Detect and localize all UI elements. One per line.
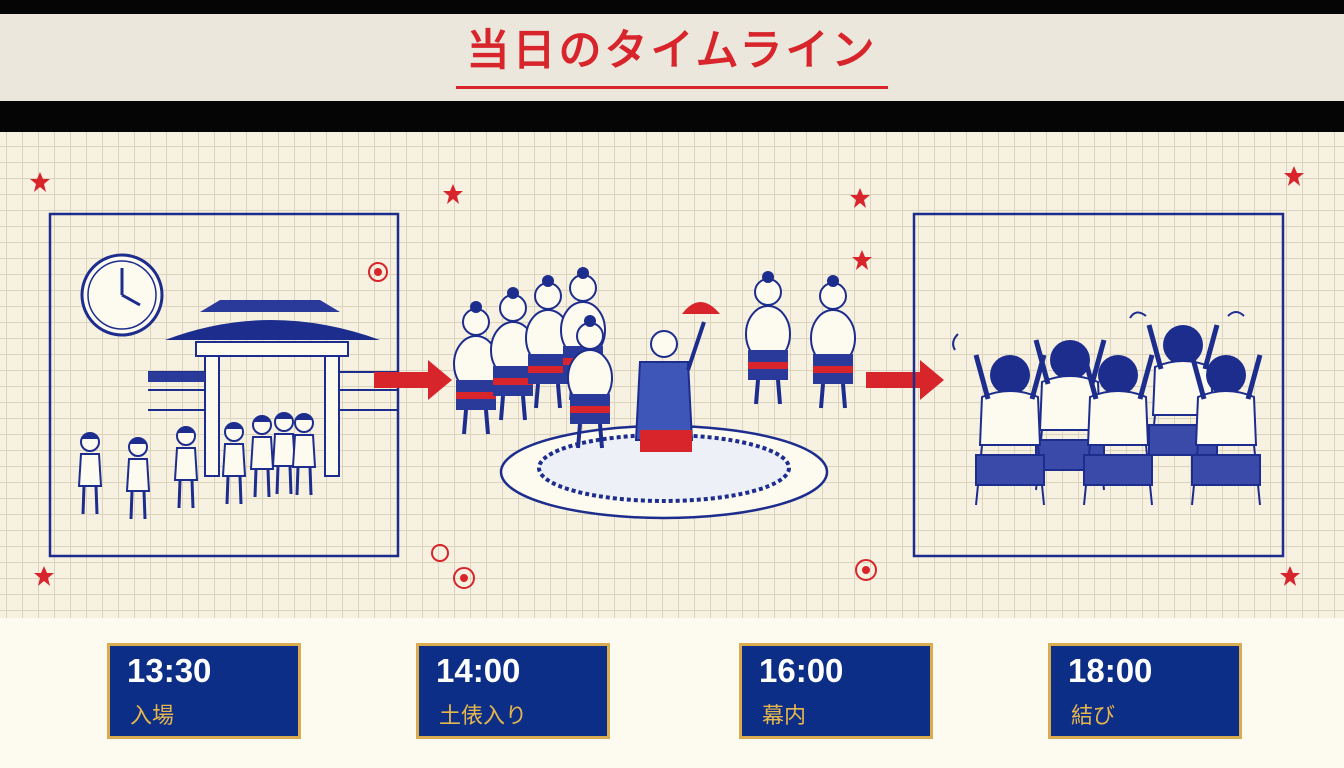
stadium-gate-icon — [148, 300, 398, 477]
title-underline — [456, 86, 888, 89]
entrance-scene — [48, 212, 400, 558]
gunbai-fan-icon — [682, 302, 720, 314]
arrow-right-icon — [374, 360, 452, 400]
timeline-time: 14:00 — [436, 652, 521, 689]
timeline-time: 13:30 — [127, 652, 212, 689]
timeline-label: 結び — [1071, 704, 1116, 729]
timeline-card-entrance: 13:30 入場 — [107, 643, 301, 739]
timeline-label: 土俵入り — [439, 704, 528, 729]
arrow-right-icon — [866, 360, 944, 400]
referee-figure — [634, 302, 720, 452]
page-title: 当日のタイムライン — [466, 26, 878, 76]
timeline-card-makuuchi: 16:00 幕内 — [739, 643, 933, 739]
divider-black-bar — [0, 101, 1344, 132]
timeline-time: 16:00 — [759, 652, 844, 689]
timeline-illustration — [30, 166, 1304, 589]
audience-cheering-scene — [912, 212, 1285, 558]
ring-entering-ceremony-scene — [452, 265, 857, 520]
top-black-bar — [0, 0, 1344, 14]
clock-icon — [80, 253, 164, 337]
timeline-label: 入場 — [130, 704, 175, 729]
timeline-card-dohyo-iri: 14:00 土俵入り — [416, 643, 610, 739]
timeline-label: 幕内 — [762, 704, 807, 729]
timeline-time: 18:00 — [1068, 652, 1153, 689]
timeline-card-musubi: 18:00 結び — [1048, 643, 1242, 739]
decorative-circles — [368, 262, 877, 589]
